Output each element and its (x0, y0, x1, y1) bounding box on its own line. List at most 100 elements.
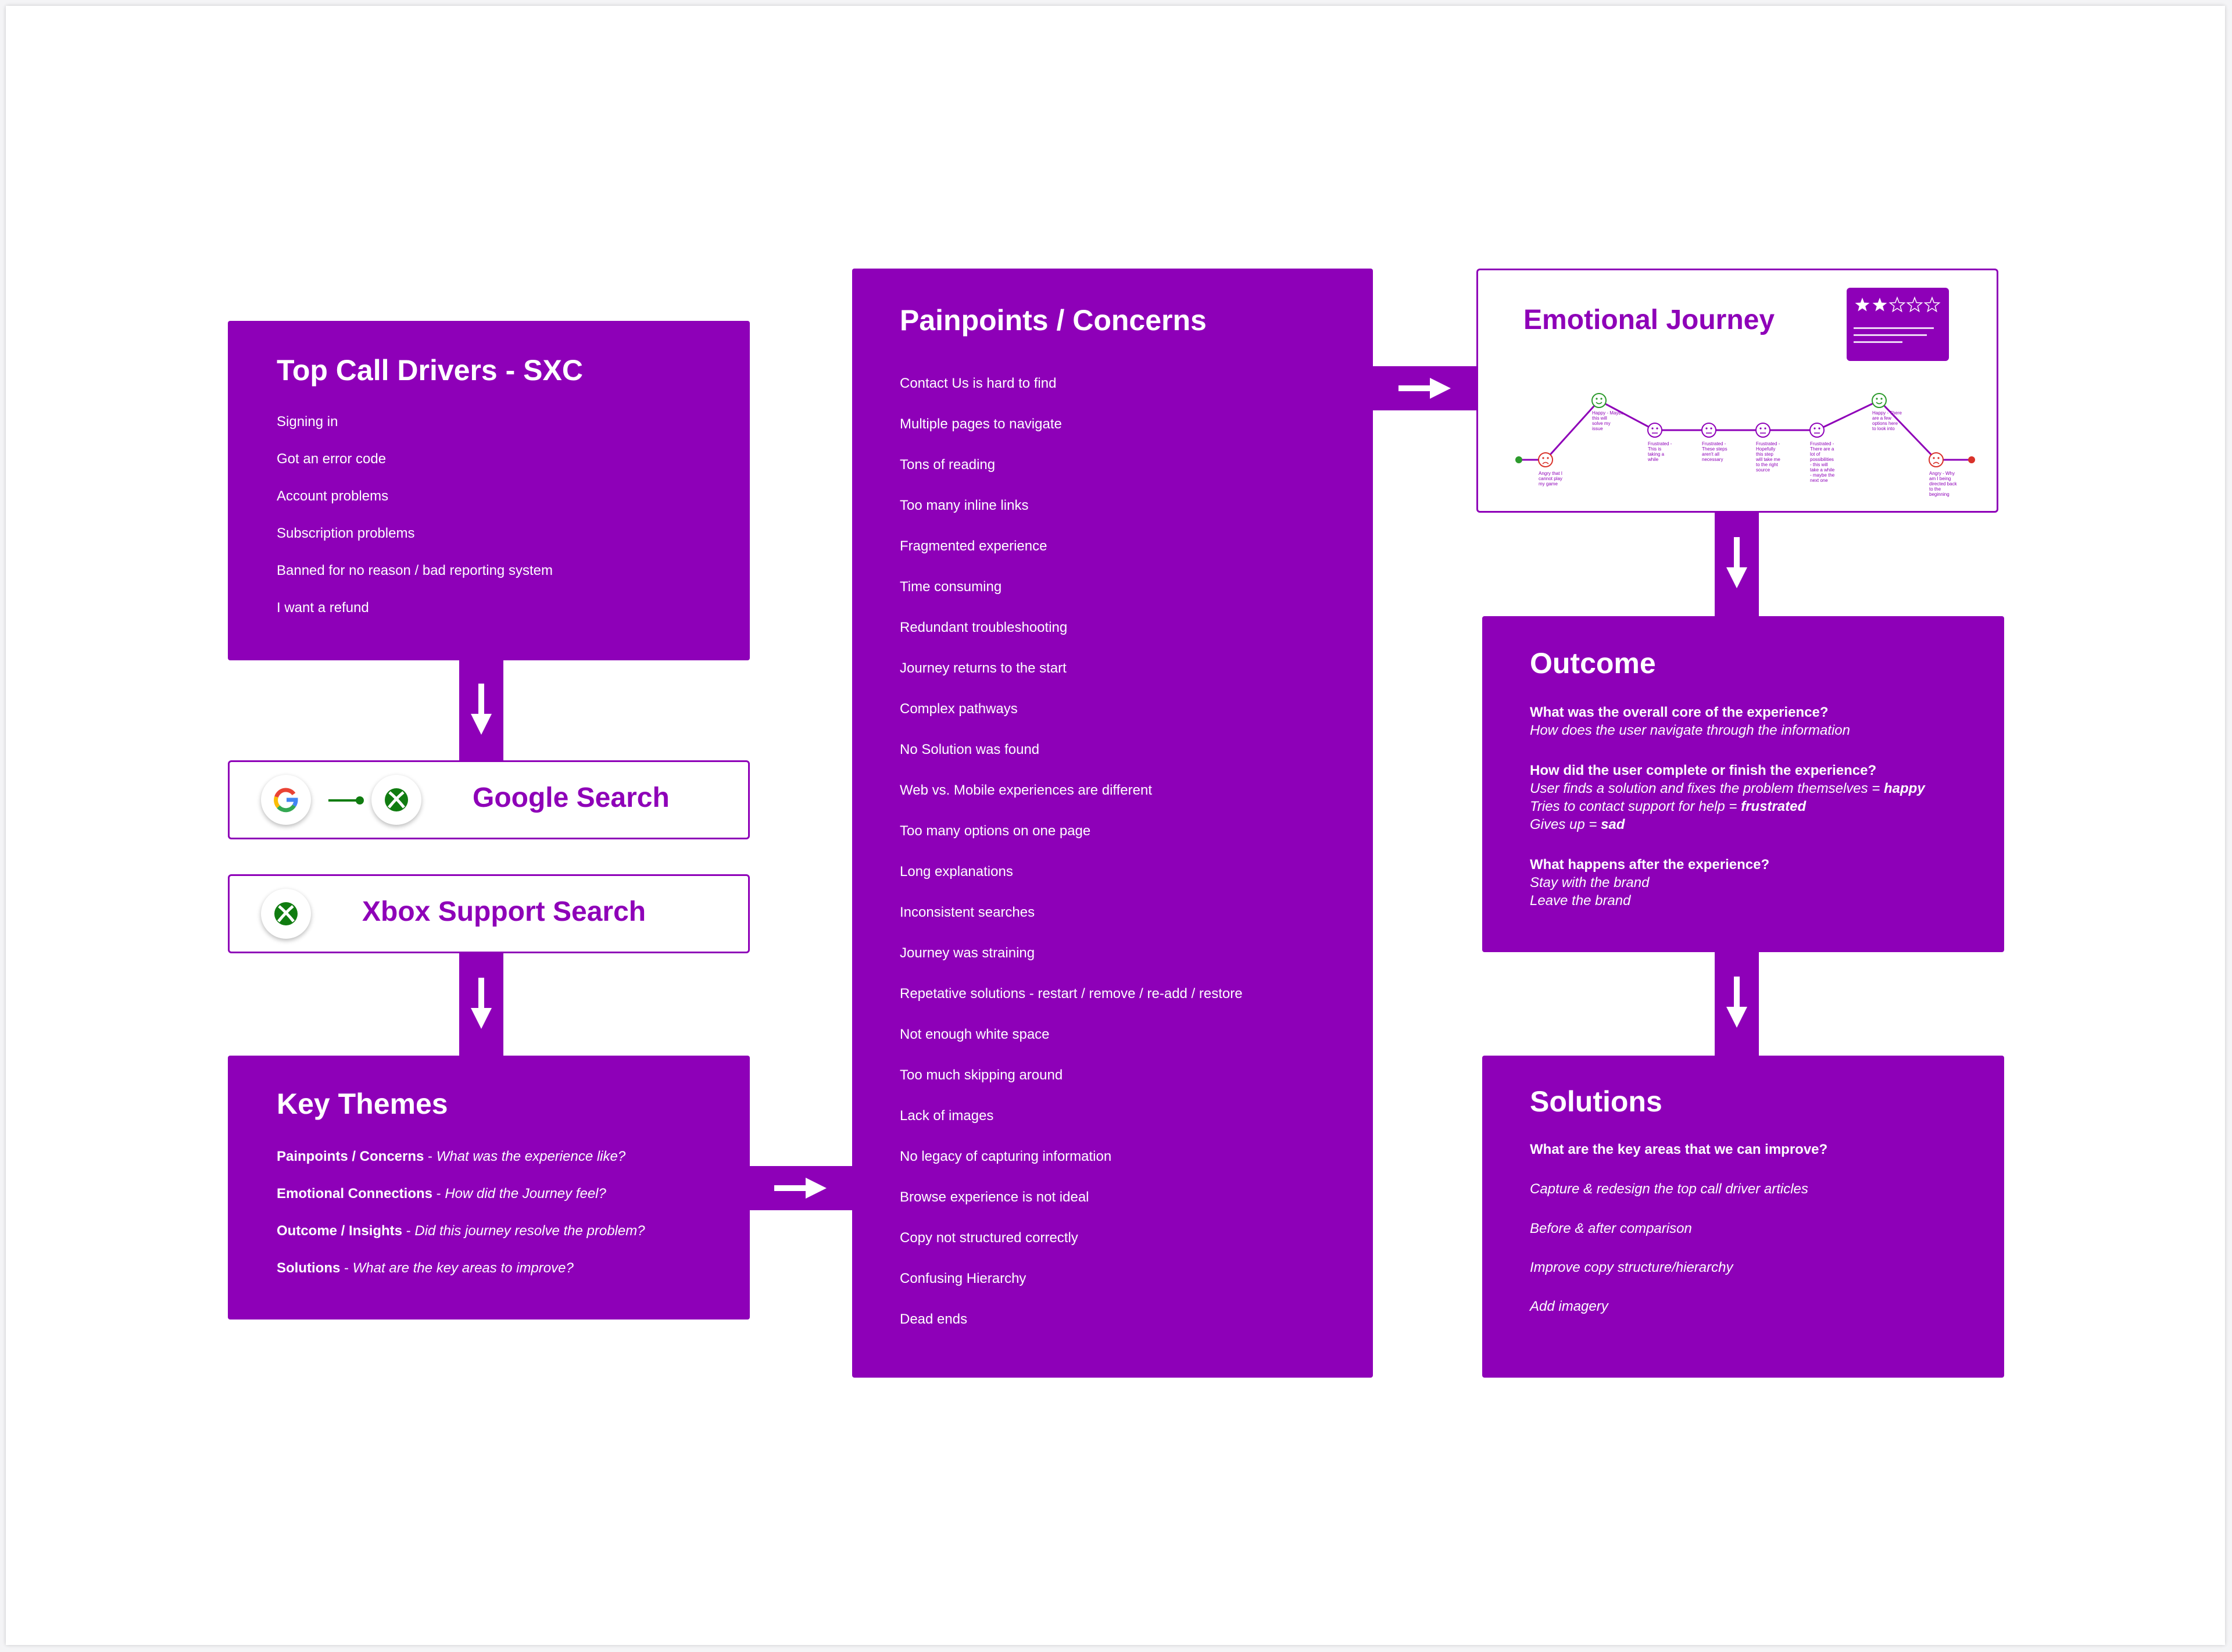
star-filled-icon (1855, 298, 1870, 312)
theme-separator: - (424, 1149, 437, 1164)
list-item: No Solution was found (900, 742, 1040, 757)
theme-name: Painpoints / Concerns (277, 1149, 424, 1164)
list-item: Lack of images (900, 1108, 994, 1124)
list-item: Browse experience is not ideal (900, 1189, 1089, 1205)
list-item: Fragmented experience (900, 538, 1047, 554)
key-themes-card: Key Themes Painpoints / Concerns - What … (228, 1056, 750, 1320)
theme-separator: - (402, 1223, 415, 1239)
star-rating (1855, 296, 1941, 313)
outcome-question: What happens after the experience? (1530, 857, 1770, 873)
list-item: Web vs. Mobile experiences are different (900, 782, 1153, 798)
solution-item: Add imagery (1530, 1299, 1608, 1314)
theme-item: Outcome / Insights - Did this journey re… (277, 1223, 645, 1260)
arrow-down-icon (471, 684, 492, 735)
list-item: Journey returns to the start (900, 660, 1067, 676)
solution-item: Capture & redesign the top call driver a… (1530, 1181, 1808, 1197)
list-item: Time consuming (900, 579, 1002, 595)
solution-item: Improve copy structure/hierarchy (1530, 1260, 1733, 1275)
arrow-down-icon (471, 978, 492, 1029)
list-item: Multiple pages to navigate (900, 416, 1062, 432)
outcome-answer: Gives up = sad (1530, 817, 1625, 832)
theme-description: What are the key areas to improve? (352, 1260, 574, 1276)
outcome-answer: User finds a solution and fixes the prob… (1530, 781, 1925, 796)
key-themes-title: Key Themes (277, 1088, 448, 1120)
list-item: Dead ends (900, 1311, 968, 1327)
list-item: Confusing Hierarchy (900, 1271, 1026, 1286)
solution-item: Before & after comparison (1530, 1221, 1692, 1236)
outcome-question: What was the overall core of the experie… (1530, 705, 1829, 720)
list-item: Banned for no reason / bad reporting sys… (277, 563, 553, 578)
list-item: Account problems (277, 488, 389, 504)
list-item: Inconsistent searches (900, 904, 1035, 920)
link-connector-icon (328, 796, 364, 804)
list-item: Too many options on one page (900, 823, 1091, 839)
outcome-section: What happens after the experience? Stay … (1530, 856, 1769, 910)
key-themes-list: Painpoints / Concerns - What was the exp… (277, 1149, 645, 1297)
outcome-section: What was the overall core of the experie… (1530, 703, 1850, 739)
theme-description: Did this journey resolve the problem? (414, 1223, 645, 1239)
outcome-answer: Stay with the brand (1530, 875, 1650, 891)
theme-item: Painpoints / Concerns - What was the exp… (277, 1149, 645, 1186)
star-filled-icon (1872, 298, 1887, 312)
theme-separator: - (340, 1260, 353, 1276)
angry-face-icon (1929, 452, 1944, 467)
theme-item: Emotional Connections - How did the Jour… (277, 1186, 645, 1223)
solutions-question: What are the key areas that we can impro… (1530, 1142, 1828, 1157)
list-item: Too much skipping around (900, 1067, 1063, 1083)
star-empty-icon (1923, 296, 1941, 313)
theme-description: How did the Journey feel? (445, 1186, 606, 1202)
happy-face-icon (1591, 393, 1607, 408)
xbox-support-search-label: Xbox Support Search (362, 896, 646, 927)
list-item: Not enough white space (900, 1027, 1050, 1042)
theme-separator: - (432, 1186, 445, 1202)
list-item: Too many inline links (900, 498, 1029, 513)
start-point (1515, 456, 1522, 463)
top-call-drivers-card: Top Call Drivers - SXC Signing in Got an… (228, 321, 750, 660)
list-item: Long explanations (900, 864, 1013, 879)
outcome-answer: Tries to contact support for help = frus… (1530, 799, 1807, 814)
neutral-face-icon (1809, 423, 1825, 438)
arrow-down-icon (1726, 977, 1747, 1028)
list-item: Complex pathways (900, 701, 1018, 717)
outcome-card: Outcome What was the overall core of the… (1482, 616, 2004, 952)
rating-text-lines (1854, 327, 1935, 343)
angry-face-icon (1538, 452, 1553, 467)
list-item: No legacy of capturing information (900, 1149, 1112, 1164)
emotional-journey-title: Emotional Journey (1523, 305, 1775, 335)
rating-card (1847, 288, 1949, 361)
list-item: I want a refund (277, 600, 369, 616)
arrow-right-icon (774, 1178, 827, 1199)
list-item: Tons of reading (900, 457, 996, 473)
end-point (1968, 456, 1975, 463)
painpoints-title: Painpoints / Concerns (900, 304, 1207, 337)
neutral-face-icon (1755, 423, 1770, 438)
xbox-logo-icon (261, 889, 311, 939)
google-search-card: Google Search (228, 760, 750, 839)
google-search-label: Google Search (473, 782, 670, 813)
painpoints-card: Painpoints / Concerns Contact Us is hard… (852, 269, 1373, 1378)
list-item: Subscription problems (277, 525, 415, 541)
theme-name: Outcome / Insights (277, 1223, 403, 1239)
star-empty-icon (1906, 296, 1923, 313)
list-item: Repetative solutions - restart / remove … (900, 986, 1243, 1002)
outcome-answer: Leave the brand (1530, 893, 1631, 909)
solutions-title: Solutions (1530, 1085, 1662, 1118)
theme-name: Emotional Connections (277, 1186, 433, 1202)
theme-item: Solutions - What are the key areas to im… (277, 1260, 645, 1297)
top-call-drivers-title: Top Call Drivers - SXC (277, 354, 583, 387)
list-item: Journey was straining (900, 945, 1035, 961)
xbox-logo-icon (371, 775, 421, 825)
star-empty-icon (1888, 296, 1906, 313)
top-call-drivers-list: Signing in Got an error code Account pro… (277, 414, 553, 637)
outcome-answer: How does the user navigate through the i… (1530, 723, 1851, 738)
